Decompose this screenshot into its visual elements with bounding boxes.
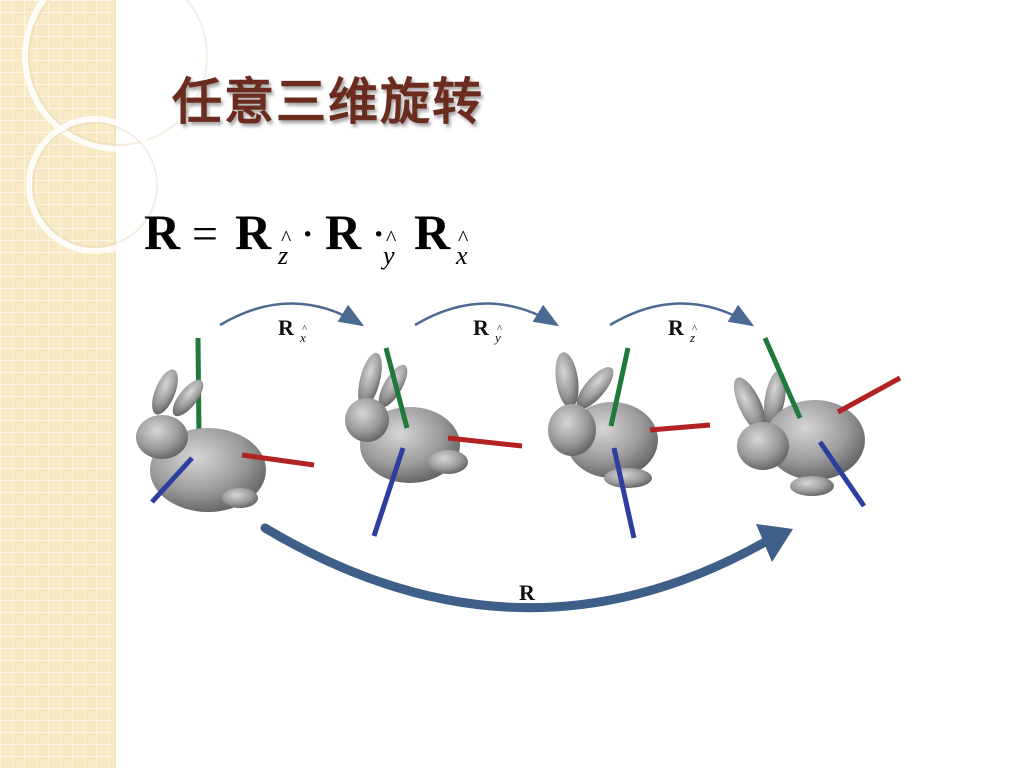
overall-rotation-label: R xyxy=(519,580,536,605)
rotation-equation: R = R ^ z · R · ^ y R ^ x xyxy=(144,204,469,270)
equation-term-1-symbol: R xyxy=(235,204,272,260)
bunny-4-x-axis xyxy=(836,375,902,415)
equation-equals: = xyxy=(192,208,218,259)
step-label-1-sub: x xyxy=(299,330,306,345)
bunny-4-body xyxy=(765,400,865,480)
equation-term-3-hat: ^ xyxy=(386,225,397,250)
bunny-2 xyxy=(345,347,523,537)
step-label-3-symbol: R xyxy=(668,315,685,340)
bunny-1 xyxy=(136,337,315,512)
bunny-4 xyxy=(733,336,902,508)
bunny-3-y-axis xyxy=(608,347,631,427)
bunny-2-x-axis xyxy=(447,435,523,449)
step-label-2-symbol: R xyxy=(473,315,490,340)
equation-term-4-symbol: R xyxy=(414,204,451,260)
bunny-1-foot xyxy=(222,488,258,508)
equation-term-1-sub: z xyxy=(277,241,288,270)
step-label-1-hat: ^ xyxy=(302,323,308,335)
equation-dot-2: · xyxy=(371,208,386,259)
bunny-3 xyxy=(548,347,711,539)
step-label-2-hat: ^ xyxy=(497,323,503,335)
step-label-3-hat: ^ xyxy=(692,323,698,335)
bunny-2-ear-right xyxy=(378,364,408,408)
bunny-1-z-axis xyxy=(150,456,194,504)
step-arrow-3 xyxy=(609,302,755,327)
bunny-2-y-axis xyxy=(383,347,410,429)
step-arrow-1 xyxy=(219,302,365,327)
equation-term-2-symbol: R xyxy=(325,204,362,260)
bunny-3-x-axis xyxy=(649,422,711,433)
overall-arrow-shaft xyxy=(260,523,770,613)
bunny-2-head xyxy=(345,398,389,442)
step-arrow-2 xyxy=(414,302,560,327)
bunny-3-head xyxy=(548,404,596,456)
step-label-1-symbol: R xyxy=(278,315,295,340)
step-label-3-sub: z xyxy=(689,330,695,345)
bunny-3-z-axis xyxy=(611,447,637,539)
overall-arrow-head xyxy=(756,524,793,562)
equation-term-3-sub: y xyxy=(380,241,395,270)
bunny-4-head xyxy=(737,422,789,470)
overall-rotation-arrow: R xyxy=(260,523,793,613)
bunny-2-tail xyxy=(428,450,468,474)
bunny-2-ear-left xyxy=(358,352,382,408)
equation-term-4-hat: ^ xyxy=(458,225,469,250)
bunny-4-y-axis xyxy=(762,336,803,420)
bunny-3-ear-left xyxy=(555,352,579,408)
bunny-3-ear-right xyxy=(576,367,614,409)
bunny-3-foot xyxy=(604,468,652,488)
slide-title: 任意三维旋转 xyxy=(172,73,484,131)
decorative-ring-2 xyxy=(26,116,164,254)
equation-dot-1: · xyxy=(300,208,315,259)
bunny-4-foot xyxy=(790,476,834,496)
bunny-1-head xyxy=(136,415,188,459)
bunny-4-z-axis xyxy=(817,440,867,508)
bunny-1-ear-right xyxy=(172,379,204,417)
equation-term-4-sub: x xyxy=(455,241,468,270)
equation-lhs: R xyxy=(144,204,181,260)
step-arrows: R ^ x R ^ y R ^ z xyxy=(219,302,755,345)
step-label-2-sub: y xyxy=(493,330,501,345)
bunny-1-ear-left xyxy=(152,369,178,415)
equation-term-1-hat: ^ xyxy=(281,225,292,250)
bunny-2-z-axis xyxy=(371,447,406,537)
bunny-1-x-axis xyxy=(241,452,315,468)
bunny-4-ear-left xyxy=(733,377,767,433)
